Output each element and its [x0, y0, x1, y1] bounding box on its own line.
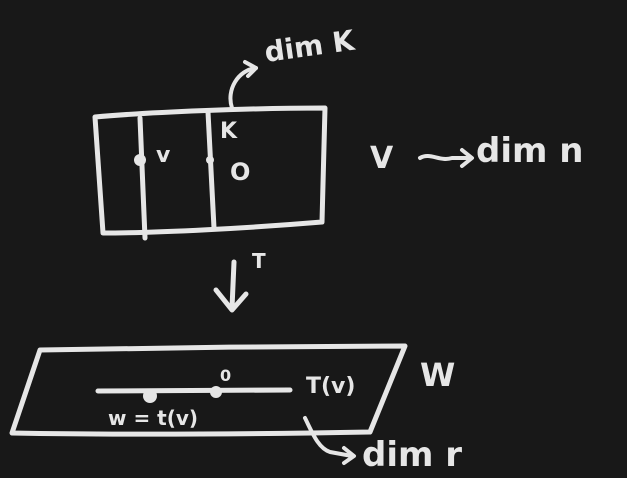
zero-in-w-label: 0	[220, 366, 231, 385]
arrow-to-dim-r-head	[342, 446, 356, 465]
map-t-arrow-head	[213, 287, 249, 313]
map-t-label: T	[252, 249, 266, 273]
t-of-v-label: T(v)	[306, 374, 355, 399]
w-equation-label: w = t(v)	[108, 406, 198, 430]
image-line	[95, 387, 293, 394]
arrow-to-dim-n-head	[460, 148, 474, 168]
arrow-to-dim-k-head	[243, 60, 258, 78]
line-through-v	[137, 115, 148, 241]
space-w-parallelogram	[9, 343, 408, 437]
kernel-point	[206, 156, 214, 164]
dim-n-label: dim n	[476, 131, 583, 171]
space-v-label: V	[370, 141, 394, 176]
kernel-line	[205, 109, 217, 231]
space-v-box	[92, 105, 328, 236]
arrow-to-dim-k	[228, 66, 258, 110]
map-t-arrow	[229, 259, 237, 311]
arrow-to-dim-n	[418, 154, 472, 161]
kernel-label: K	[220, 119, 238, 144]
v-vector-label: v	[156, 143, 171, 168]
dim-r-label: dim r	[362, 435, 462, 475]
arrow-to-dim-r	[303, 416, 354, 458]
zero-point-w	[210, 386, 222, 398]
point-v	[134, 154, 146, 166]
dim-k-label: dim K	[262, 24, 357, 69]
zero-in-v-label: O	[230, 158, 250, 186]
space-w-label: W	[420, 356, 455, 394]
point-w	[143, 389, 157, 403]
